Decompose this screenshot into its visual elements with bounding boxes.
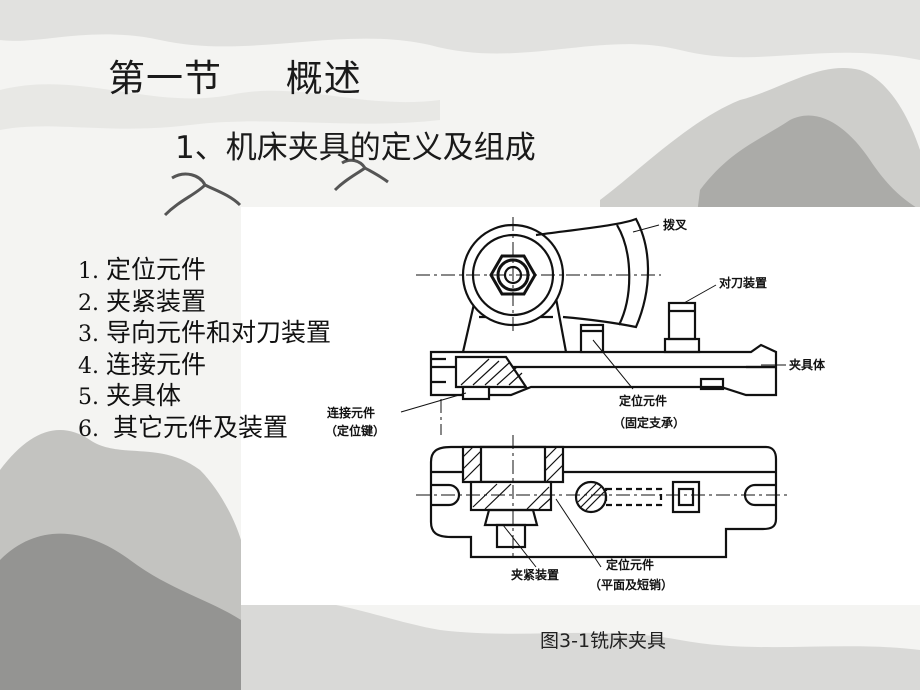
list-item-label: 连接元件	[105, 349, 206, 379]
slide-title: 第一节 概述	[108, 57, 362, 100]
label-locating-element-top-sub: （固定支承）	[613, 415, 685, 430]
label-shift-fork: 拨叉	[663, 217, 688, 232]
label-tool-setting-device: 对刀装置	[719, 275, 767, 290]
label-locating-element-bottom: 定位元件	[606, 557, 654, 572]
list-item: 2. 夹紧装置	[78, 286, 331, 318]
milling-fixture-drawing: 拨叉 对刀装置 夹具体 定位元件 （固定支承） 连接元件 （定位键） 夹紧装置 …	[325, 217, 826, 592]
list-item-label: 导向元件和对刀装置	[105, 318, 331, 347]
list-item-number: 3.	[78, 322, 106, 347]
label-connecting-element-sub: （定位键）	[325, 423, 385, 438]
label-clamping-device: 夹紧装置	[511, 567, 559, 582]
figure-caption: 图3-1铣床夹具	[540, 630, 667, 652]
slide-subtitle: 1、机床夹具的定义及组成	[175, 130, 536, 166]
label-locating-element-top: 定位元件	[619, 393, 667, 408]
list-item-number: 6.	[78, 416, 113, 442]
list-item-number: 1.	[78, 259, 106, 284]
label-fixture-body: 夹具体	[789, 357, 826, 372]
label-locating-element-bottom-sub: （平面及短销）	[589, 577, 673, 592]
list-item: 4. 连接元件	[78, 349, 331, 381]
list-item-label: 夹紧装置	[105, 286, 206, 316]
list-item: 1. 定位元件	[78, 254, 331, 286]
list-item: 5. 夹具体	[78, 380, 331, 412]
diagram-panel	[241, 207, 920, 605]
list-item-number: 5.	[78, 385, 106, 410]
list-item-label: 夹具体	[105, 381, 181, 410]
list-item-label: 定位元件	[105, 255, 206, 284]
component-list: 1. 定位元件 2. 夹紧装置 3. 导向元件和对刀装置 4. 连接元件 5. …	[78, 254, 331, 443]
list-item-label: 其它元件及装置	[112, 412, 288, 442]
label-connecting-element: 连接元件	[327, 405, 375, 420]
list-item-number: 4.	[78, 353, 106, 379]
list-item: 6. 其它元件及装置	[78, 412, 331, 444]
list-item-number: 2.	[78, 290, 106, 316]
list-item: 3. 导向元件和对刀装置	[78, 317, 331, 349]
